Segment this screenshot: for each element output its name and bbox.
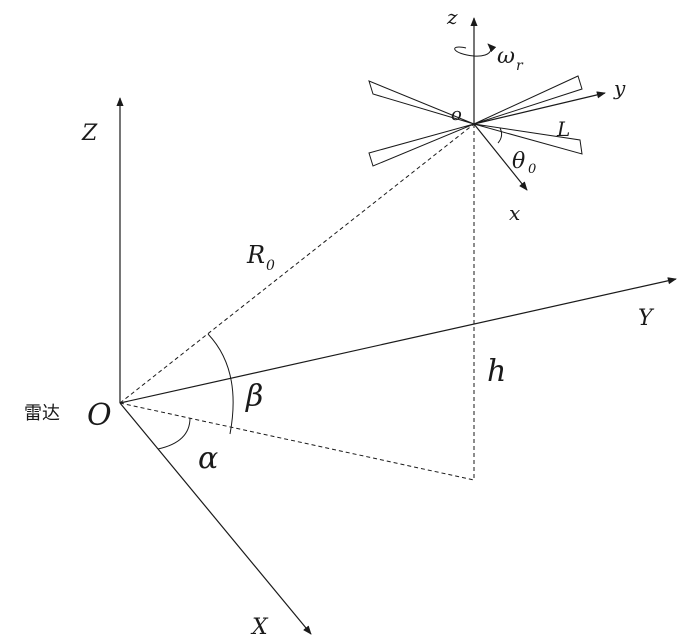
beta-arc <box>207 333 234 435</box>
origin-label: O <box>87 398 112 433</box>
R0-subscript: 0 <box>266 258 275 274</box>
projection-line <box>119 402 475 481</box>
local-y-axis <box>473 91 606 125</box>
local-origin-label: o <box>451 104 462 125</box>
theta-subscript: 0 <box>528 162 536 177</box>
R0-line <box>119 123 475 404</box>
Y-axis <box>119 277 677 404</box>
omega-subscript: r <box>516 58 524 74</box>
beta-label: β <box>245 379 263 414</box>
rotation-arrow-icon <box>454 43 497 57</box>
local-x-label: x <box>509 201 520 225</box>
theta-arc <box>497 127 503 144</box>
local-y-label: y <box>613 76 626 100</box>
X-axis <box>119 402 312 635</box>
rotor-blade-3 <box>368 123 475 167</box>
rotor-blade-1 <box>368 80 475 125</box>
X-label: X <box>250 615 269 640</box>
theta-label: θ <box>512 149 525 174</box>
omega-label: ω <box>497 44 515 69</box>
L-label: L <box>556 117 570 141</box>
local-z-label: z <box>446 5 458 29</box>
local-x-axis <box>473 123 528 191</box>
Z-label: Z <box>81 121 98 146</box>
alpha-label: α <box>198 441 218 476</box>
h-label: h <box>487 354 506 389</box>
alpha-arc <box>157 417 191 450</box>
rotor-blade-2 <box>473 75 583 125</box>
radar-label: 雷达 <box>24 403 60 424</box>
R0-label: R <box>246 241 265 269</box>
Y-label: Y <box>638 306 655 331</box>
